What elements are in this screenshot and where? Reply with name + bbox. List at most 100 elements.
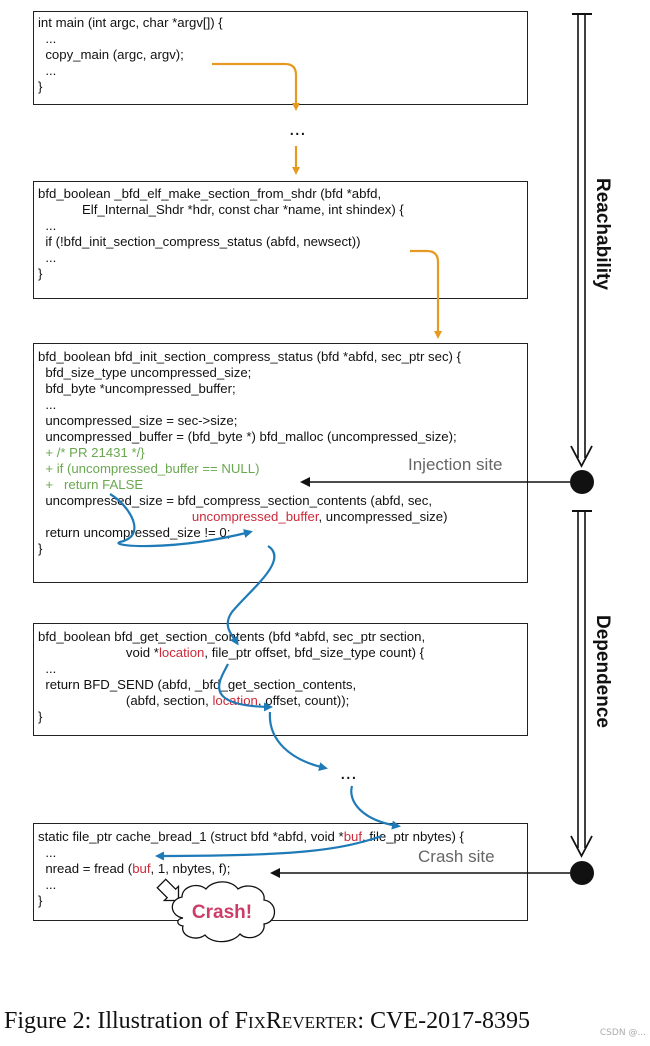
code-text: , 1, nbytes, f); [150,861,231,876]
code-line: nread = fread (buf, 1, nbytes, f); [38,860,464,876]
code-line: } [38,540,461,556]
ellipsis-call-chain: ... [289,118,306,140]
code-line: if (!bfd_init_section_compress_status (a… [38,234,404,250]
code-text: bfd_size_type uncompressed_size; [38,365,252,380]
crash-site-label: Crash site [418,847,495,866]
code-box-make-section: bfd_boolean _bfd_elf_make_section_from_s… [33,181,528,299]
dataflow-arrow-3 [218,663,273,712]
code-text: int main (int argc, char *argv[]) { [38,15,223,30]
code-text: return uncompressed_size != 0; [38,525,231,540]
code-line: bfd_byte *uncompressed_buffer; [38,380,461,396]
code-line: ... [38,396,461,412]
code-line: ... [38,63,223,79]
code-line: (abfd, section, location, offset, count)… [38,692,425,708]
code-text: , file_ptr offset, bfd_size_type count) … [204,645,425,660]
code-text: nread = fread ( [38,861,133,876]
code-text: , offset, count)); [257,693,350,708]
injection-site-label: Injection site [408,455,503,474]
code-text: bfd_boolean bfd_get_section_contents (bf… [38,629,426,644]
reachability-axis [570,13,593,468]
code-text: } [38,893,43,908]
dataflow-arrow-5 [350,785,401,830]
ellipsis-data-flow: ... [340,762,357,784]
code-text: , uncompressed_size) [318,509,448,524]
watermark: CSDN @... [599,1028,646,1038]
code-box-main: int main (int argc, char *argv[]) { ... … [33,11,528,105]
code-line: } [38,266,404,282]
code-text: uncompressed_size = sec->size; [38,413,238,428]
code-line: copy_main (argc, argv); [38,47,223,63]
code-text: Elf_Internal_Shdr *hdr, const char *name… [38,202,404,217]
code-text: bfd_boolean bfd_init_section_compress_st… [38,349,461,364]
code-line: static file_ptr cache_bread_1 (struct bf… [38,828,464,844]
code-line: uncompressed_buffer, uncompressed_size) [38,508,461,524]
dependence-axis [570,510,593,858]
code-text: } [38,541,43,556]
code-line: ... [38,250,404,266]
code-text: ... [38,661,57,676]
code-text: ... [38,877,57,892]
code-text: ... [38,218,57,233]
dataflow-arrow-6 [155,834,383,861]
code-line: uncompressed_buffer = (bfd_byte *) bfd_m… [38,428,461,444]
code-line: return uncompressed_size != 0; [38,524,461,540]
highlighted-variable: uncompressed_buffer [191,509,319,524]
code-line: + /* PR 21431 */} [38,444,461,460]
code-line: ... [38,218,404,234]
caption-prefix: Figure 2: Illustration of [4,1008,235,1034]
code-line: } [38,708,425,724]
code-text: ... [38,63,57,78]
dataflow-arrow-1 [109,493,253,548]
highlighted-variable: location [158,645,205,660]
code-text: ... [38,397,57,412]
code-line: uncompressed_size = bfd_compress_section… [38,492,461,508]
code-box-cache-bread: static file_ptr cache_bread_1 (struct bf… [33,823,528,921]
injection-site-node [570,470,594,494]
call-arrow-3 [410,249,442,339]
crash-site-node [570,861,594,885]
code-text: (abfd, section, [38,693,213,708]
code-line: ... [38,31,223,47]
code-box-get-contents: bfd_boolean bfd_get_section_contents (bf… [33,623,528,736]
code-box-init-compress: bfd_boolean bfd_init_section_compress_st… [33,343,528,583]
highlighted-variable: buf [132,861,151,876]
code-line: ... [38,844,464,860]
code-line: void *location, file_ptr offset, bfd_siz… [38,644,425,660]
code-line: ... [38,660,425,676]
code-line: uncompressed_size = sec->size; [38,412,461,428]
code-text: ... [38,31,57,46]
patch-line: + if (uncompressed_buffer == NULL) [38,461,260,476]
code-line: } [38,79,223,95]
dataflow-arrow-4 [268,711,328,772]
code-text: static file_ptr cache_bread_1 (struct bf… [38,829,344,844]
code-text: } [38,79,43,94]
code-line: bfd_size_type uncompressed_size; [38,364,461,380]
code-text: bfd_byte *uncompressed_buffer; [38,381,236,396]
code-line: + return FALSE [38,476,461,492]
crash-cloud-icon [171,881,276,943]
code-text: if (!bfd_init_section_compress_status (a… [38,234,361,249]
code-main: int main (int argc, char *argv[]) { ... … [38,15,223,95]
code-line: ... [38,876,464,892]
caption-suffix: : CVE-2017-8395 [357,1008,531,1034]
code-text: void * [38,645,159,660]
code-text: bfd_boolean _bfd_elf_make_section_from_s… [38,186,382,201]
code-line: Elf_Internal_Shdr *hdr, const char *name… [38,202,404,218]
code-text: , file_ptr nbytes) { [362,829,464,844]
figure-caption: Figure 2: Illustration of FixReverter: C… [4,1008,530,1035]
caption-tool-name: FixReverter [234,1008,358,1034]
code-line: return BFD_SEND (abfd, _bfd_get_section_… [38,676,425,692]
patch-line: + /* PR 21431 */} [38,445,145,460]
code-line: bfd_boolean bfd_init_section_compress_st… [38,348,461,364]
crash-text: Crash! [192,902,252,923]
code-make-section: bfd_boolean _bfd_elf_make_section_from_s… [38,186,404,282]
code-line: bfd_boolean _bfd_elf_make_section_from_s… [38,186,404,202]
crash-pointer-icon [156,878,180,902]
code-text: ... [38,250,57,265]
call-arrow-1 [212,62,300,111]
code-cache-bread: static file_ptr cache_bread_1 (struct bf… [38,828,464,908]
code-text: return BFD_SEND (abfd, _bfd_get_section_… [38,677,357,692]
code-line: } [38,892,464,908]
code-text: copy_main (argc, argv); [38,47,184,62]
